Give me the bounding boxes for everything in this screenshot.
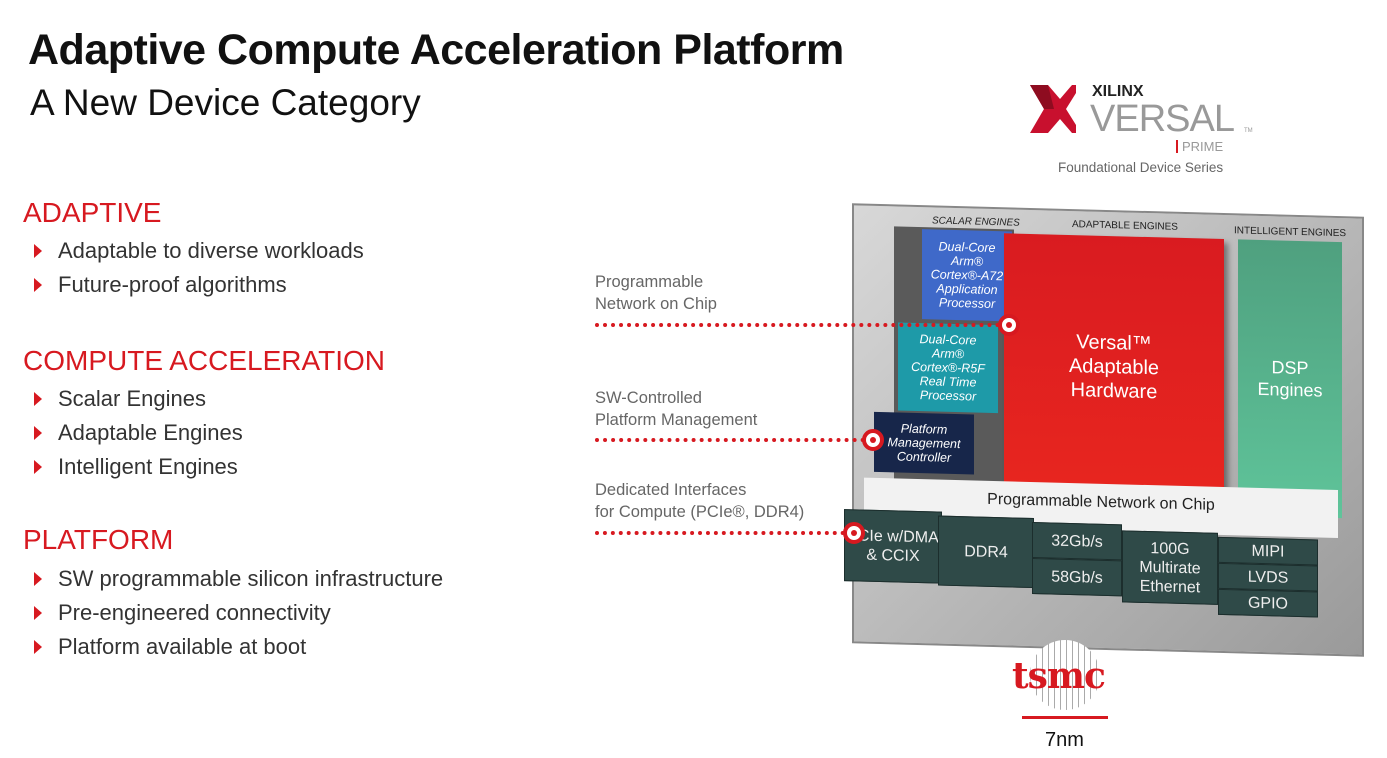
section-heading-platform: PLATFORM <box>23 524 174 555</box>
scalar-engines-header: SCALAR ENGINES <box>932 215 1020 229</box>
bullet: SW programmable silicon infrastructure <box>34 566 443 592</box>
section-heading-adaptive: ADAPTIVE <box>23 197 162 228</box>
bullet: Adaptable Engines <box>34 420 243 446</box>
bullet-arrow-icon <box>34 244 42 258</box>
callout-line <box>595 323 1000 327</box>
logo-underline <box>1022 716 1108 719</box>
bullet: Intelligent Engines <box>34 454 238 480</box>
lvds-block: LVDS <box>1218 562 1318 592</box>
bullet-arrow-icon <box>34 640 42 654</box>
versal-chip-diagram: SCALAR ENGINES ADAPTABLE ENGINES INTELLI… <box>844 203 1364 657</box>
pcie-block: PCIe w/DMA & CCIX <box>844 509 942 584</box>
process-node: 7nm <box>1045 729 1084 751</box>
target-marker-icon <box>998 314 1020 336</box>
bullet-arrow-icon <box>34 278 42 292</box>
bullet-arrow-icon <box>34 426 42 440</box>
logo-product: VERSAL <box>1090 98 1235 140</box>
dsp-engines-block: DSP Engines <box>1238 239 1342 519</box>
slide-subtitle: A New Device Category <box>30 82 421 123</box>
gpio-block: GPIO <box>1218 588 1318 618</box>
serdes-32g-block: 32Gb/s <box>1032 522 1122 561</box>
intelligent-engines-header: INTELLIGENT ENGINES <box>1234 225 1347 240</box>
logo-series: Foundational Device Series <box>1058 160 1224 175</box>
bullet: Platform available at boot <box>34 634 306 660</box>
callout-line <box>595 531 845 535</box>
platform-management-controller-block: Platform Management Controller <box>874 411 974 475</box>
bullet: Future-proof algorithms <box>34 272 287 298</box>
target-marker-icon <box>843 522 865 544</box>
bullet: Scalar Engines <box>34 386 206 412</box>
ethernet-block: 100G Multirate Ethernet <box>1122 530 1218 605</box>
a72-processor-block: Dual-Core Arm® Cortex®-A72 Application P… <box>922 229 1012 322</box>
bullet: Pre-engineered connectivity <box>34 600 331 626</box>
target-marker-icon <box>862 429 884 451</box>
ddr4-block: DDR4 <box>938 515 1034 589</box>
adaptable-hardware-block: Versal™ Adaptable Hardware <box>1004 233 1224 502</box>
wafer-icon <box>1030 640 1100 710</box>
logo-tm: TM <box>1244 128 1253 134</box>
mipi-block: MIPI <box>1218 536 1318 566</box>
bullet-arrow-icon <box>34 606 42 620</box>
callout-line <box>595 438 865 442</box>
adaptable-engines-header: ADAPTABLE ENGINES <box>1072 219 1178 233</box>
logo-tier: PRIME <box>1176 140 1223 153</box>
bullet-arrow-icon <box>34 572 42 586</box>
bullet: Adaptable to diverse workloads <box>34 238 364 264</box>
serdes-58g-block: 58Gb/s <box>1032 558 1122 597</box>
tsmc-logo: tsmc <box>1012 655 1106 697</box>
bullet-arrow-icon <box>34 460 42 474</box>
r5f-processor-block: Dual-Core Arm® Cortex®-R5F Real Time Pro… <box>898 322 998 414</box>
bullet-arrow-icon <box>34 392 42 406</box>
section-heading-compute: COMPUTE ACCELERATION <box>23 345 385 376</box>
xilinx-logo-icon <box>1030 85 1076 133</box>
logo-brand: XILINX <box>1092 83 1144 100</box>
slide-title: Adaptive Compute Acceleration Platform <box>28 26 844 74</box>
